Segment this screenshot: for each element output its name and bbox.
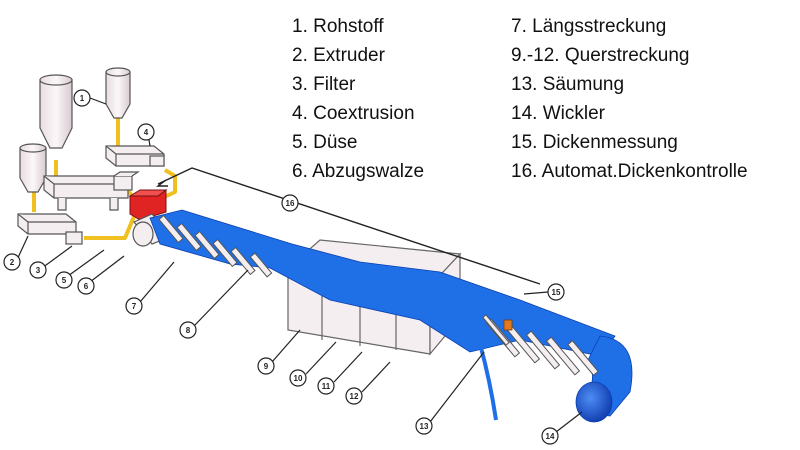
die-block <box>128 189 168 221</box>
callouts: 1 4 16 2 3 5 6 7 8 9 10 11 12 13 14 15 <box>3 89 565 445</box>
callout-15: 15 <box>547 283 565 301</box>
callout-1: 1 <box>73 89 91 107</box>
filter-unit <box>113 171 140 191</box>
svg-text:7: 7 <box>132 302 137 311</box>
callout-11: 11 <box>317 377 335 395</box>
thickness-sensor <box>503 319 513 331</box>
callout-8: 8 <box>179 321 197 339</box>
svg-text:2: 2 <box>10 258 15 267</box>
legend-item: 14. Wickler <box>511 103 605 124</box>
legend-item: 13. Säumung <box>511 74 625 95</box>
extruder-coex <box>105 145 165 167</box>
callout-7: 7 <box>125 297 143 315</box>
svg-text:9: 9 <box>264 362 269 371</box>
svg-text:5: 5 <box>62 276 67 285</box>
film-web <box>149 209 633 423</box>
legend-item: 5. Düse <box>292 132 358 153</box>
winder-rollers <box>482 314 599 376</box>
hopper-secondary <box>19 143 47 193</box>
svg-text:13: 13 <box>420 422 429 431</box>
svg-text:4: 4 <box>144 128 149 137</box>
legend-item: 4. Coextrusion <box>292 103 415 124</box>
legend-right-column: 7. Längsstreckung 9.-12. Querstreckung 1… <box>511 12 748 186</box>
svg-text:14: 14 <box>546 432 555 441</box>
callout-3: 3 <box>29 261 47 279</box>
hopper-main <box>39 74 73 149</box>
extruder-main <box>43 175 129 211</box>
legend-item: 2. Extruder <box>292 45 385 66</box>
svg-text:12: 12 <box>350 392 359 401</box>
legend-item: 3. Filter <box>292 74 356 95</box>
legend-item: 16. Automat.Dickenkontrolle <box>511 161 748 182</box>
callout-9: 9 <box>257 357 275 375</box>
legend-item: 9.-12. Querstreckung <box>511 45 690 66</box>
callout-12: 12 <box>345 387 363 405</box>
callout-13: 13 <box>415 417 433 435</box>
control-feedback-line <box>155 167 541 285</box>
callout-14: 14 <box>541 427 559 445</box>
legend-item: 15. Dickenmessung <box>511 132 678 153</box>
callout-4: 4 <box>137 123 155 141</box>
svg-text:11: 11 <box>322 382 331 391</box>
callout-10: 10 <box>289 369 307 387</box>
legend-left-column: 1. Rohstoff 2. Extruder 3. Filter 4. Coe… <box>292 12 424 186</box>
extruder-secondary <box>17 213 83 245</box>
legend-item: 1. Rohstoff <box>292 16 384 37</box>
svg-text:16: 16 <box>286 199 295 208</box>
legend-item: 6. Abzugswalze <box>292 161 425 182</box>
svg-text:8: 8 <box>186 326 191 335</box>
svg-text:6: 6 <box>84 282 89 291</box>
svg-text:15: 15 <box>552 288 561 297</box>
hopper-coex <box>105 67 131 119</box>
legend-item: 7. Längsstreckung <box>511 16 667 37</box>
callout-16: 16 <box>281 194 299 212</box>
svg-text:10: 10 <box>294 374 303 383</box>
svg-text:1: 1 <box>80 94 85 103</box>
mdo-rollers <box>158 214 273 278</box>
callout-6: 6 <box>77 277 95 295</box>
callout-2: 2 <box>3 253 21 271</box>
winder-roll <box>575 381 613 423</box>
callout-5: 5 <box>55 271 73 289</box>
svg-text:3: 3 <box>36 266 41 275</box>
